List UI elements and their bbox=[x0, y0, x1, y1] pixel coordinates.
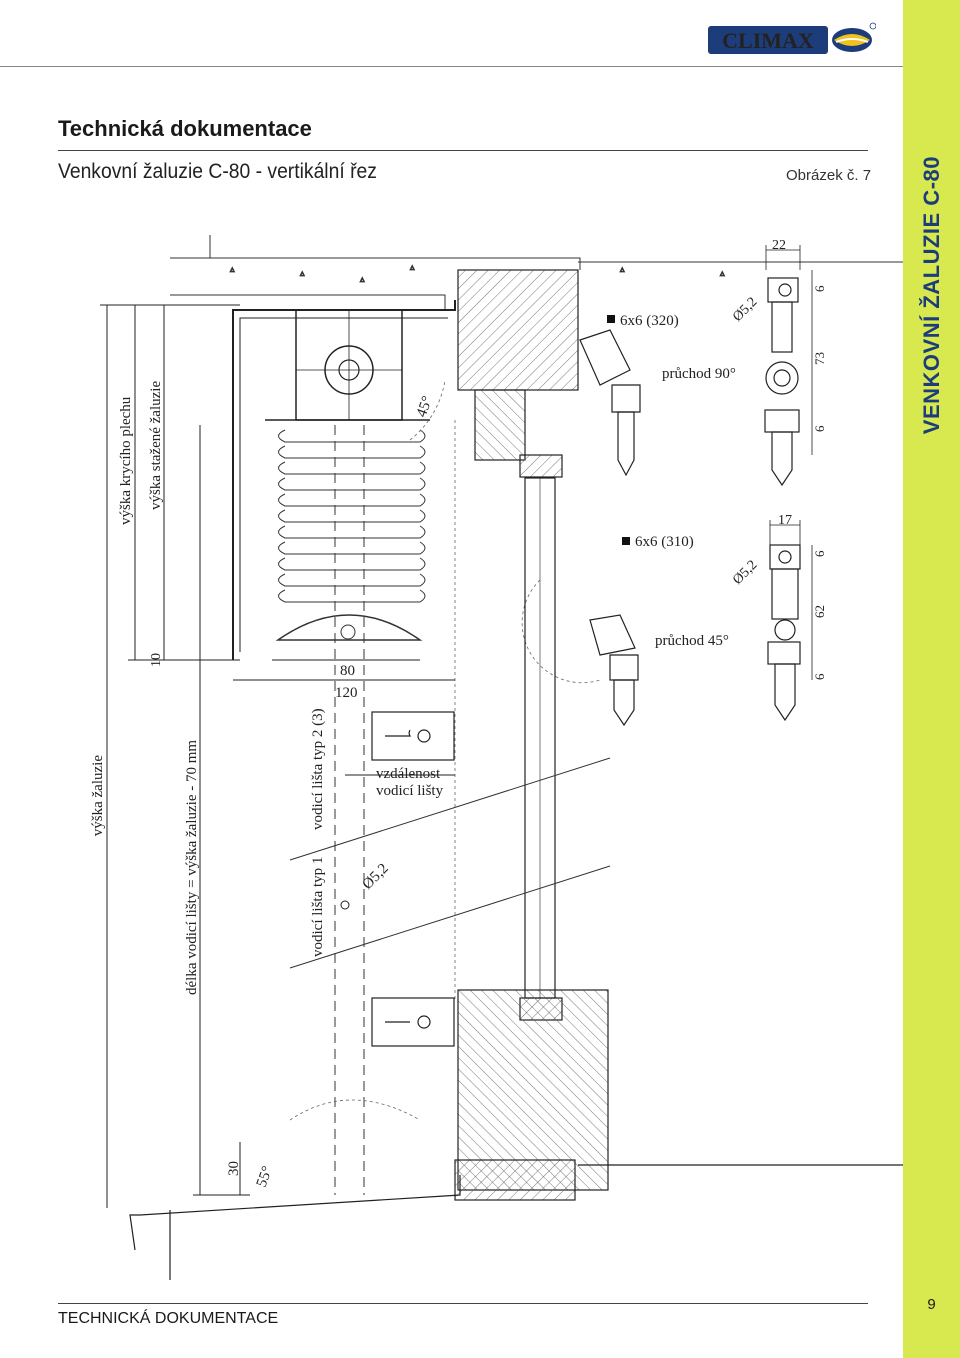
svg-text:▵: ▵ bbox=[620, 264, 625, 274]
dim-6-bottom-90: 6 bbox=[812, 425, 827, 432]
sidebar-title-text: VENKOVNÍ ŽALUZIE C-80 bbox=[919, 155, 944, 435]
dim-10: 10 bbox=[149, 653, 164, 667]
rail-distance-line2: vodicí lišty bbox=[376, 783, 444, 799]
concrete-lintel: ▵ ▵ ▵ ▵ ▵ ▵ bbox=[170, 235, 903, 310]
rail-clips bbox=[371, 711, 455, 1047]
svg-text:▵: ▵ bbox=[410, 262, 415, 272]
square-shaft-320-icon bbox=[607, 315, 615, 323]
page-subtitle: Venkovní žaluzie C-80 - vertikální řez bbox=[58, 160, 377, 183]
head-box bbox=[232, 300, 456, 660]
callout-passage-45: průchod 45° bbox=[655, 633, 729, 649]
footer-rule bbox=[58, 1303, 868, 1304]
hole-diameter-90: Ø5,2 bbox=[730, 295, 760, 325]
window-sill bbox=[129, 1164, 903, 1280]
rail-type-1-label: vodicí lišta typ 1 bbox=[310, 857, 326, 957]
logo-plate bbox=[708, 26, 828, 54]
title-rule bbox=[58, 150, 868, 151]
square-shaft-310-icon bbox=[622, 537, 630, 545]
dim-17: 17 bbox=[778, 513, 792, 528]
angle-45-label: 45° bbox=[414, 394, 436, 419]
sidebar-section-title: VENKOVNÍ ŽALUZIE C-80 bbox=[910, 150, 954, 440]
dim-80: 80 bbox=[340, 663, 355, 679]
logo-text: CLIMAX bbox=[722, 28, 814, 53]
tilted-slats bbox=[289, 757, 611, 969]
detail-passage-90 bbox=[764, 245, 813, 487]
dim-22: 22 bbox=[772, 238, 786, 253]
window-frame bbox=[454, 269, 609, 1201]
cover-height-label: výška krycího plechu bbox=[118, 396, 134, 525]
callout-shaft-310: 6x6 (310) bbox=[635, 534, 694, 550]
svg-text:▵: ▵ bbox=[720, 268, 725, 278]
rail-distance-line1: vzdálenost bbox=[376, 766, 441, 782]
slat-stack bbox=[275, 425, 426, 1195]
retracted-height-label: výška stažené žaluzie bbox=[148, 381, 164, 510]
header-rule bbox=[0, 66, 903, 67]
rail-length-label: délka vodicí lišty = výška žaluzie - 70 … bbox=[184, 740, 200, 995]
figure-reference: Obrázek č. 7 bbox=[786, 167, 872, 184]
rail-type-2-label: vodicí lišta typ 2 (3) bbox=[310, 708, 326, 830]
dim-6-bottom-45: 6 bbox=[812, 673, 827, 680]
dim-30: 30 bbox=[226, 1161, 242, 1176]
dim-6-top-90: 6 bbox=[812, 285, 827, 292]
callout-passage-90: průchod 90° bbox=[662, 366, 736, 382]
footer-label: TECHNICKÁ DOKUMENTACE bbox=[58, 1310, 279, 1327]
crank-fittings bbox=[579, 329, 641, 727]
svg-text:▵: ▵ bbox=[230, 264, 235, 274]
dim-120: 120 bbox=[335, 685, 358, 701]
dim-6-top-45: 6 bbox=[812, 550, 827, 557]
page-title: Technická dokumentace bbox=[58, 116, 312, 141]
detail-passage-45 bbox=[767, 520, 813, 722]
sidebar-band bbox=[903, 0, 960, 1358]
hole-diameter-45: Ø5,2 bbox=[730, 558, 760, 588]
svg-text:▵: ▵ bbox=[360, 274, 365, 284]
swing-arcs bbox=[289, 379, 601, 1121]
registered-mark-icon bbox=[869, 22, 876, 30]
page-number: 9 bbox=[927, 1296, 936, 1313]
callout-shaft-320: 6x6 (320) bbox=[620, 313, 679, 329]
left-dimension-lines bbox=[100, 304, 455, 1208]
hole-marker bbox=[340, 900, 350, 910]
dim-62: 62 bbox=[812, 605, 827, 618]
svg-text:▵: ▵ bbox=[300, 268, 305, 278]
dim-73: 73 bbox=[812, 352, 827, 365]
climax-logo: CLIMAX bbox=[708, 22, 876, 54]
angle-55-label: 55° bbox=[254, 1164, 276, 1189]
blind-height-label: výška žaluzie bbox=[90, 755, 106, 837]
technical-drawing: ▵ ▵ ▵ ▵ ▵ ▵ 45° 55° bbox=[90, 235, 903, 1280]
